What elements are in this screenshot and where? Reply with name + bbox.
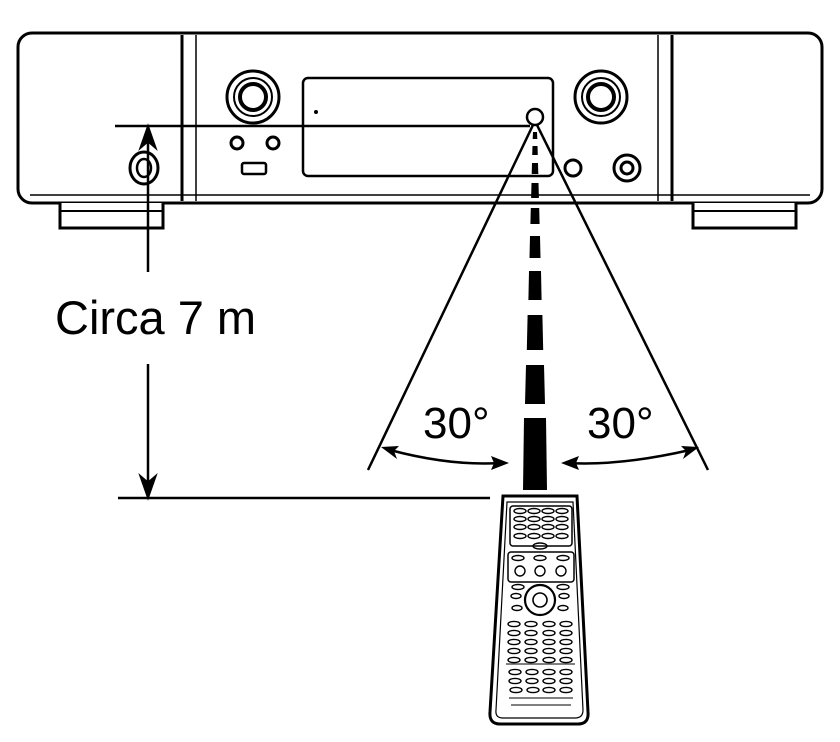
cone-left-edge: [366, 124, 535, 471]
angle-arc-right-arrow-outer-icon: [681, 446, 699, 459]
usb-port-icon: [240, 161, 268, 176]
ir-beam: [523, 132, 547, 490]
headphone-knob-icon: [563, 158, 583, 178]
angle-arc-left-arrow-outer-icon: [381, 446, 399, 459]
small-button-1-icon: [229, 135, 245, 151]
angle-arc-right: [567, 448, 691, 465]
right-knob-icon: [573, 69, 629, 125]
arrowhead-up-icon: [138, 123, 158, 151]
angle-arc-right-arrow-inner-icon: [561, 456, 579, 470]
remote-dpad: [523, 583, 557, 617]
distance-label: Circa 7 m: [55, 291, 256, 344]
power-button-icon: [128, 150, 160, 186]
small-button-2-icon: [265, 135, 281, 151]
angle-arc-left-arrow-inner-icon: [491, 456, 509, 470]
display-indicator-dot: [314, 110, 318, 114]
arrowhead-down-icon: [138, 473, 158, 501]
cone-right-edge: [535, 124, 710, 471]
device-body: [16, 31, 824, 205]
angle-left-label: 30°: [423, 399, 490, 448]
left-foot: [58, 203, 165, 230]
right-foot: [691, 203, 798, 230]
angle-arc-left: [389, 448, 501, 465]
angle-right-label: 30°: [587, 399, 654, 448]
device-front-panel: [16, 31, 824, 230]
ir-sensor-icon: [525, 107, 545, 127]
remote-inner-outline: [495, 501, 584, 719]
reception-cone: [366, 124, 710, 471]
remote-control-icon: [488, 494, 590, 726]
distance-measure: [115, 123, 530, 501]
left-knob-icon: [225, 69, 281, 125]
headphone-jack-icon: [612, 153, 642, 183]
remote-body: [488, 494, 590, 726]
